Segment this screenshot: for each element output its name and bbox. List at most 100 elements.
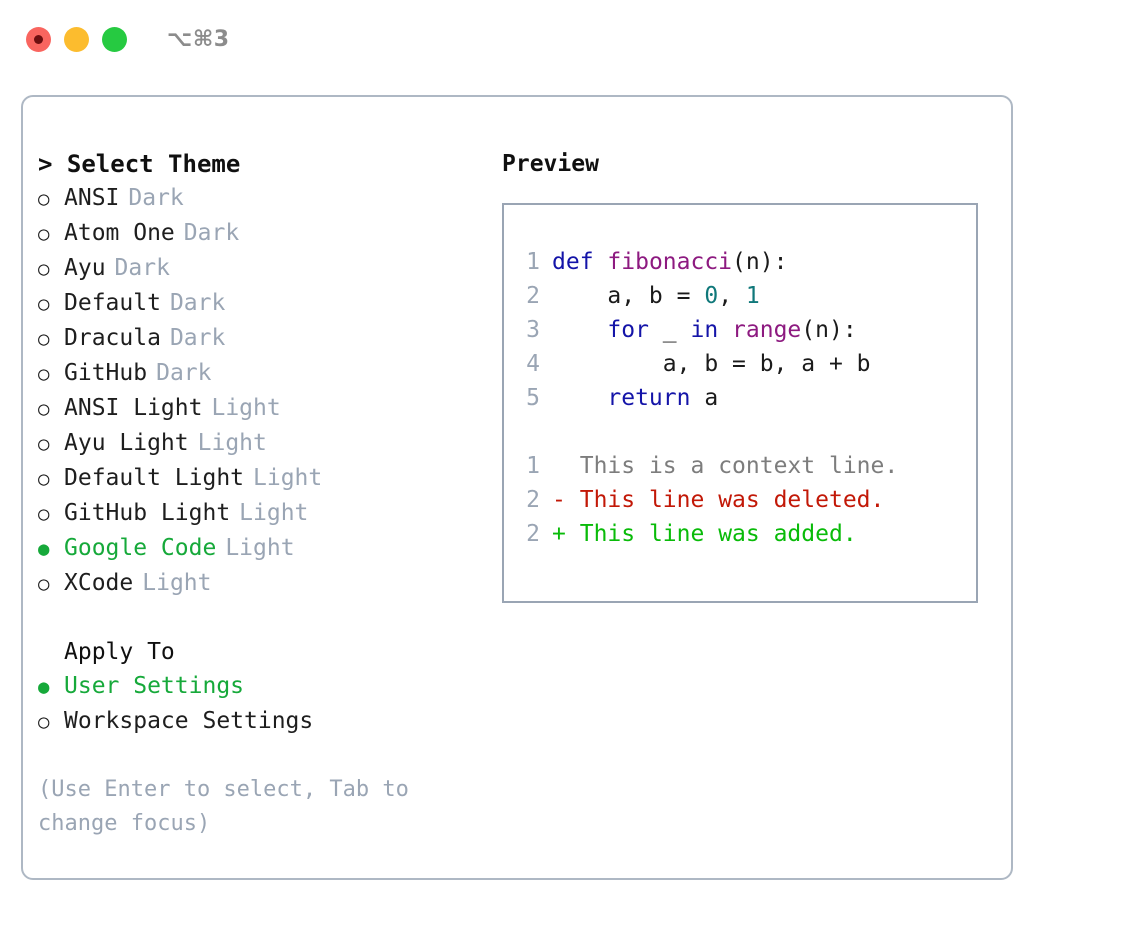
diff-line: 2- This line was deleted.	[504, 483, 976, 517]
theme-option-variant: Dark	[183, 220, 240, 246]
theme-option-label: Dracula	[64, 325, 161, 351]
theme-option-variant: Light	[225, 535, 295, 561]
code-line-number: 4	[526, 351, 540, 377]
radio-unselected-icon: ○	[38, 573, 50, 595]
radio-unselected-icon: ○	[38, 503, 50, 525]
theme-option-ansi[interactable]: ○ ANSI Dark	[38, 181, 488, 216]
code-token: a, b = b, a + b	[552, 351, 871, 377]
code-token: a	[690, 385, 719, 411]
radio-unselected-icon: ○	[38, 363, 50, 385]
theme-option-dracula[interactable]: ○ Dracula Dark	[38, 321, 488, 356]
theme-option-variant: Light	[239, 500, 309, 526]
radio-unselected-icon: ○	[38, 293, 50, 315]
code-token: (n):	[801, 317, 857, 343]
theme-option-label: Ayu	[64, 255, 106, 281]
code-line-number: 5	[526, 385, 540, 411]
radio-unselected-icon: ○	[38, 468, 50, 490]
diff-gap	[566, 449, 580, 483]
theme-option-variant: Dark	[169, 325, 226, 351]
theme-option-label: Default Light	[64, 465, 245, 491]
code-token: return	[607, 385, 691, 411]
code-token	[594, 249, 608, 275]
maximize-button[interactable]	[102, 26, 127, 52]
diff-line-text: This is a context line.	[579, 453, 899, 479]
code-token: for	[607, 317, 649, 343]
diff-line-number: 2	[526, 487, 540, 513]
radio-unselected-icon: ○	[38, 188, 50, 210]
code-token: _	[648, 317, 691, 343]
theme-option-label: ANSI	[64, 185, 120, 211]
diff-gap	[566, 517, 580, 551]
keyboard-hint-text: (Use Enter to select, Tab to change focu…	[38, 777, 409, 836]
code-line-text: for _ in range(n):	[552, 313, 857, 347]
code-token: fibonacci	[607, 249, 733, 275]
theme-option-ayu-light[interactable]: ○ Ayu Light Light	[38, 426, 488, 461]
code-line-text: return a	[552, 381, 718, 415]
code-line-text: a, b = b, a + b	[552, 347, 871, 381]
theme-option-variant: Light	[253, 465, 323, 491]
theme-option-default-light[interactable]: ○ Default Light Light	[38, 461, 488, 496]
theme-option-label: Atom One	[64, 220, 175, 246]
code-line: 1 def fibonacci(n):	[504, 245, 976, 279]
code-line-text: def fibonacci(n):	[552, 245, 787, 279]
code-token: a, b =	[552, 283, 705, 309]
diff-gap	[566, 483, 580, 517]
radio-unselected-icon: ○	[38, 223, 50, 245]
code-line-number: 3	[526, 317, 540, 343]
theme-option-default[interactable]: ○ Default Dark	[38, 286, 488, 321]
code-token: (n):	[732, 249, 788, 275]
theme-option-atom-one[interactable]: ○ Atom One Dark	[38, 216, 488, 251]
diff-line-text: This line was added.	[579, 521, 857, 547]
theme-option-label: GitHub	[64, 360, 148, 386]
spacer	[38, 601, 488, 635]
code-token: ,	[718, 283, 746, 309]
diff-sign: -	[552, 487, 566, 513]
theme-option-label: Default	[64, 290, 161, 316]
diff-line-number: 2	[526, 521, 540, 547]
theme-option-variant: Dark	[128, 185, 184, 211]
diff-line: 1 This is a context line.	[504, 449, 976, 483]
theme-option-label: Ayu Light	[64, 430, 189, 456]
apply-to-option-workspace-settings[interactable]: ○Workspace Settings	[38, 704, 488, 739]
diff-line-number: 1	[526, 453, 540, 479]
diff-sign: +	[552, 521, 566, 547]
radio-unselected-icon: ○	[38, 433, 50, 455]
theme-option-variant: Dark	[169, 290, 226, 316]
radio-unselected-icon: ○	[38, 398, 50, 420]
theme-option-label: Google Code	[64, 535, 217, 561]
radio-unselected-icon: ○	[38, 328, 50, 350]
apply-to-option-user-settings[interactable]: ●User Settings	[38, 669, 488, 704]
code-token: in	[690, 317, 719, 343]
code-line-number: 1	[526, 249, 540, 275]
keyboard-shortcut-label: ⌥⌘3	[167, 26, 230, 52]
spacer	[504, 415, 976, 449]
minimize-button[interactable]	[64, 26, 89, 52]
theme-option-variant: Light	[197, 430, 267, 456]
select-theme-header: > Select Theme	[38, 150, 241, 178]
code-token: def	[552, 249, 594, 275]
apply-to-option-label: Workspace Settings	[64, 708, 314, 734]
code-line: 3 for _ in range(n):	[504, 313, 976, 347]
code-token	[718, 317, 732, 343]
window-controls	[26, 26, 127, 52]
theme-option-variant: Light	[142, 570, 212, 596]
code-line: 5 return a	[504, 381, 976, 415]
apply-to-list: ●User Settings○Workspace Settings	[38, 669, 488, 739]
close-button[interactable]	[26, 26, 51, 52]
theme-option-label: ANSI Light	[64, 395, 203, 421]
code-token: range	[732, 317, 802, 343]
code-line-number: 2	[526, 283, 540, 309]
radio-selected-icon: ●	[38, 676, 50, 698]
